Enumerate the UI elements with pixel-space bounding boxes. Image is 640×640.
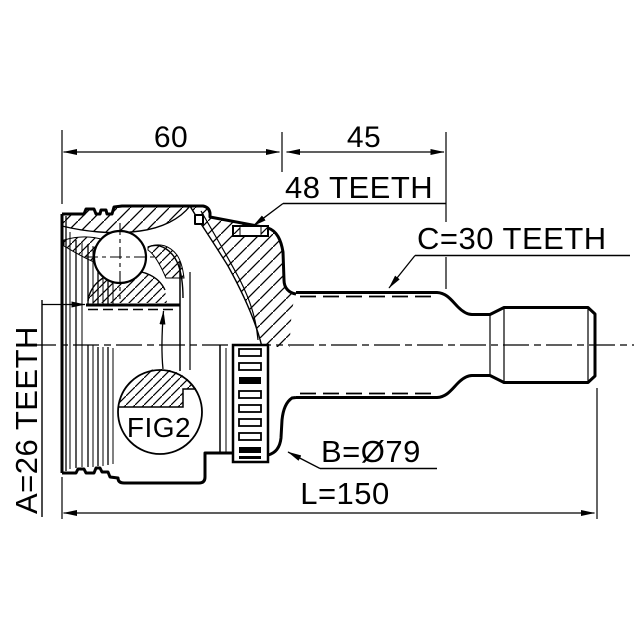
outer-race-housing <box>60 204 297 485</box>
dimension-45-label: 45 <box>347 121 381 154</box>
dimension-60: 60 <box>61 121 283 204</box>
abs-ring-teeth-label: 48 TEETH <box>285 170 433 205</box>
snap-ring-groove <box>194 214 204 225</box>
outer-spline-teeth-label: C=30 TEETH <box>417 221 607 256</box>
boot-clamp-band <box>231 343 270 464</box>
fig2-label: FIG2 <box>127 412 191 443</box>
inner-spline-teeth-label: A=26 TEETH <box>9 326 44 514</box>
boot-diameter-label: B=Ø79 <box>321 434 421 469</box>
fig2-detail-callout: FIG2 <box>117 310 203 455</box>
boot-curve <box>267 396 297 457</box>
leader-arrow <box>252 202 284 227</box>
label-b-diameter: B=Ø79 <box>287 434 437 470</box>
label-a-26-teeth: A=26 TEETH <box>9 300 86 517</box>
leader-arrow <box>388 255 416 289</box>
abs-tone-ring <box>232 225 269 237</box>
fig2-hatch-detail <box>118 368 196 407</box>
label-48-teeth: 48 TEETH <box>252 170 446 227</box>
label-c-30-teeth: C=30 TEETH <box>388 221 630 289</box>
inner-spline-bore <box>86 303 180 311</box>
bearing-ball <box>86 223 155 299</box>
dimension-l-150: L=150 <box>61 388 598 519</box>
dimension-60-label: 60 <box>154 121 188 154</box>
dimension-45: 45 <box>286 121 447 289</box>
fig2-leader-arrow <box>159 310 166 370</box>
overall-length-label: L=150 <box>300 476 390 511</box>
leader-arrow <box>287 451 321 470</box>
